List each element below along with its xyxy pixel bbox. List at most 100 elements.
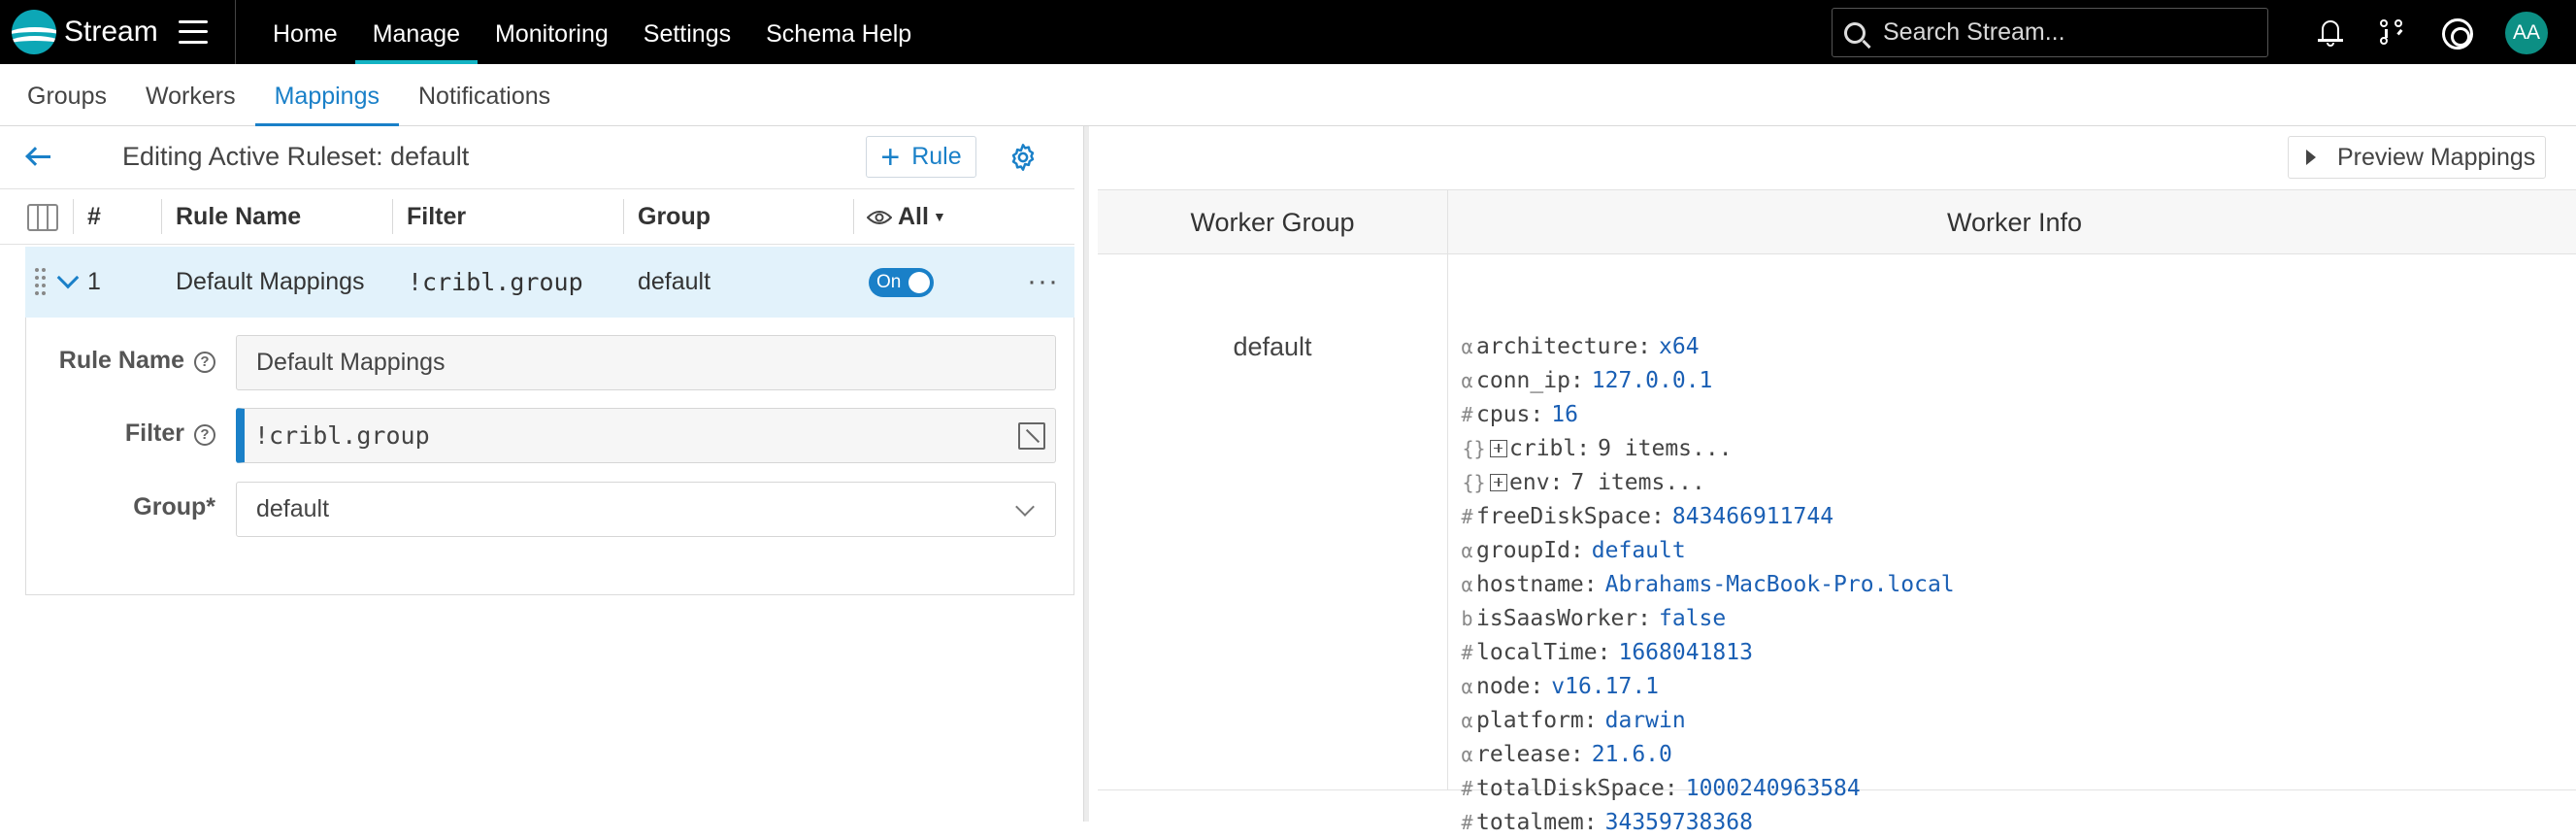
- help-icon[interactable]: ?: [194, 424, 215, 446]
- info-value: 16: [1551, 401, 1578, 427]
- group-select[interactable]: default: [236, 482, 1056, 537]
- search-box[interactable]: [1832, 8, 2268, 57]
- top-navbar: Stream Home Manage Monitoring Settings S…: [0, 0, 2576, 64]
- search-input[interactable]: [1883, 18, 2252, 47]
- type-indicator: b: [1461, 606, 1473, 630]
- stream-logo-icon: [12, 9, 56, 54]
- info-value: default: [1591, 537, 1686, 563]
- expand-plus-icon[interactable]: [1490, 439, 1507, 457]
- info-key: platform:: [1476, 707, 1598, 733]
- ruleset-toolbar: Editing Active Ruleset: default + Rule: [0, 126, 1083, 188]
- worker-info-row: #freeDiskSpace:843466911744: [1458, 499, 1955, 533]
- rule-index: 1: [87, 268, 101, 295]
- toggle-label: On: [876, 272, 902, 292]
- back-arrow-icon[interactable]: [25, 146, 52, 169]
- nav-settings[interactable]: Settings: [643, 19, 732, 48]
- nav-monitoring[interactable]: Monitoring: [495, 19, 609, 48]
- preview-panel: Preview Mappings Worker Group Worker Inf…: [1084, 126, 2576, 835]
- ruleset-title: Editing Active Ruleset: default: [122, 142, 470, 171]
- visibility-filter[interactable]: All ▼: [867, 189, 946, 245]
- col-rule-name: Rule Name: [176, 203, 302, 230]
- visibility-label: All: [898, 203, 929, 230]
- menu-icon[interactable]: [179, 19, 208, 44]
- info-value: 1668041813: [1618, 639, 1753, 665]
- plus-icon: +: [880, 138, 901, 176]
- info-value: v16.17.1: [1551, 673, 1660, 699]
- nav-schema-help[interactable]: Schema Help: [766, 19, 912, 48]
- info-value: 34359738368: [1604, 809, 1753, 835]
- type-indicator: #: [1461, 504, 1473, 528]
- more-options-icon[interactable]: ···: [1027, 265, 1059, 297]
- nav-home[interactable]: Home: [273, 19, 338, 48]
- info-value: 7 items...: [1570, 469, 1705, 495]
- chevron-down-icon: [1015, 497, 1035, 517]
- rule-edit-form: Rule Name? Default Mappings Filter? !cri…: [25, 318, 1074, 595]
- info-key: hostname:: [1476, 571, 1598, 597]
- rule-group: default: [638, 268, 711, 295]
- tab-mappings[interactable]: Mappings: [254, 64, 400, 126]
- worker-info-row[interactable]: {}cribl:9 items...: [1458, 431, 1955, 465]
- worker-group-value: default: [1233, 332, 1312, 361]
- info-key: node:: [1476, 673, 1544, 699]
- user-avatar[interactable]: AA: [2505, 12, 2548, 54]
- info-key: totalDiskSpace:: [1476, 775, 1678, 801]
- info-key: architecture:: [1476, 333, 1652, 359]
- expand-chevron-icon[interactable]: [56, 266, 80, 289]
- help-icon[interactable]: ?: [194, 352, 215, 373]
- rule-row[interactable]: 1 Default Mappings !cribl.group default …: [25, 247, 1074, 318]
- rule-name-input[interactable]: Default Mappings: [236, 335, 1056, 390]
- type-indicator: α: [1461, 334, 1473, 358]
- preview-mappings-button[interactable]: Preview Mappings: [2288, 136, 2546, 179]
- type-indicator: #: [1461, 402, 1473, 426]
- type-indicator: α: [1461, 674, 1473, 698]
- type-indicator: #: [1461, 810, 1473, 834]
- app-logo[interactable]: Stream: [0, 0, 173, 64]
- expand-editor-icon[interactable]: [1018, 422, 1045, 450]
- type-indicator: α: [1461, 742, 1473, 766]
- worker-info-row: #cpus:16: [1458, 397, 1955, 431]
- search-icon: [1844, 21, 1866, 44]
- eye-icon: [867, 210, 892, 224]
- info-value: false: [1659, 605, 1727, 631]
- divider: [235, 0, 236, 64]
- type-indicator: α: [1461, 572, 1473, 596]
- filter-input[interactable]: !cribl.group: [236, 408, 1056, 463]
- info-key: release:: [1476, 741, 1584, 767]
- preview-button-label: Preview Mappings: [2337, 143, 2536, 171]
- info-key: freeDiskSpace:: [1476, 503, 1665, 529]
- type-indicator: #: [1461, 640, 1473, 664]
- tab-notifications[interactable]: Notifications: [418, 83, 551, 110]
- col-filter: Filter: [407, 203, 467, 230]
- notifications-bell-icon[interactable]: [2316, 18, 2345, 48]
- tab-workers[interactable]: Workers: [145, 83, 236, 110]
- caret-down-icon: ▼: [932, 209, 946, 224]
- type-indicator: #: [1461, 776, 1473, 800]
- columns-icon[interactable]: [27, 204, 58, 231]
- settings-gear-icon[interactable]: [1008, 143, 1038, 172]
- info-key: localTime:: [1476, 639, 1611, 665]
- type-indicator: α: [1461, 538, 1473, 562]
- play-icon: [2306, 150, 2316, 165]
- worker-info-row[interactable]: {}env:7 items...: [1458, 465, 1955, 499]
- filter-value: !cribl.group: [254, 421, 430, 450]
- info-key: isSaasWorker:: [1476, 605, 1652, 631]
- app-name: Stream: [64, 15, 158, 48]
- git-branch-icon[interactable]: [2378, 18, 2407, 48]
- tab-groups[interactable]: Groups: [27, 83, 107, 110]
- info-key: cribl:: [1509, 435, 1591, 461]
- info-value: 21.6.0: [1591, 741, 1672, 767]
- type-indicator: α: [1461, 708, 1473, 732]
- add-rule-button[interactable]: + Rule: [866, 136, 976, 178]
- drag-handle-icon[interactable]: [35, 268, 47, 297]
- help-lifebuoy-icon[interactable]: [2442, 18, 2473, 50]
- expand-plus-icon[interactable]: [1490, 473, 1507, 491]
- rule-enabled-toggle[interactable]: On: [869, 268, 934, 297]
- nav-manage[interactable]: Manage: [354, 0, 479, 64]
